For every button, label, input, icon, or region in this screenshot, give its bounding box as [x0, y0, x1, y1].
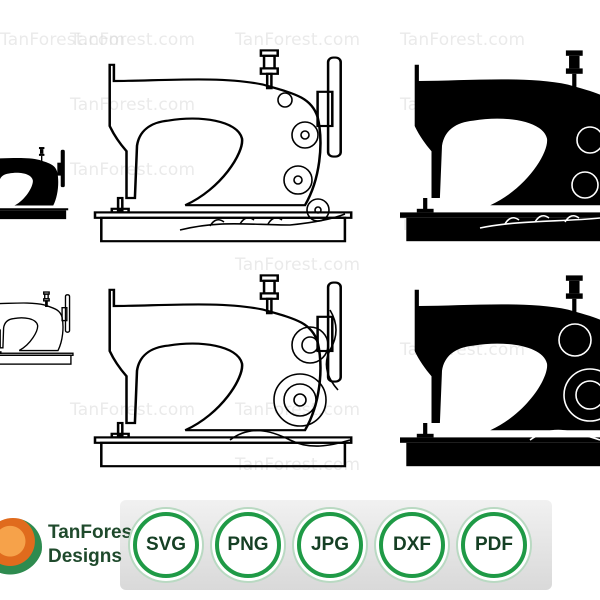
- format-label: PNG: [227, 534, 269, 555]
- floral-ornament: [179, 92, 346, 231]
- sewing-machine-small-outline: [0, 291, 74, 365]
- mandala-ornament-white: [529, 323, 600, 441]
- sewing-machine-mandala-filled: [400, 275, 600, 467]
- sewing-machine-small-filled: [0, 147, 69, 220]
- format-badge-pdf: PDF: [461, 512, 527, 578]
- format-badge-png: PNG: [215, 512, 281, 578]
- brand-name-line2: Designs: [48, 546, 122, 567]
- floral-ornament-white: [479, 126, 600, 229]
- sewing-machine-floral-filled: [400, 50, 600, 242]
- format-label: DXF: [393, 534, 431, 555]
- brand-name-line1: TanForest: [48, 522, 139, 543]
- format-badge-jpg: JPG: [297, 512, 363, 578]
- leaf-logo-icon: [0, 518, 42, 576]
- format-label: SVG: [145, 534, 187, 555]
- brand-logo: TanForest Designs: [0, 512, 138, 592]
- format-label: JPG: [310, 534, 350, 555]
- sewing-machine-mandala-outline: [93, 274, 353, 468]
- sewing-machine-illustrations: [0, 49, 600, 468]
- format-badge-dxf: DXF: [379, 512, 445, 578]
- mandala-ornament: [229, 309, 351, 447]
- format-label: PDF: [475, 534, 513, 555]
- format-badge-svg: SVG: [133, 512, 199, 578]
